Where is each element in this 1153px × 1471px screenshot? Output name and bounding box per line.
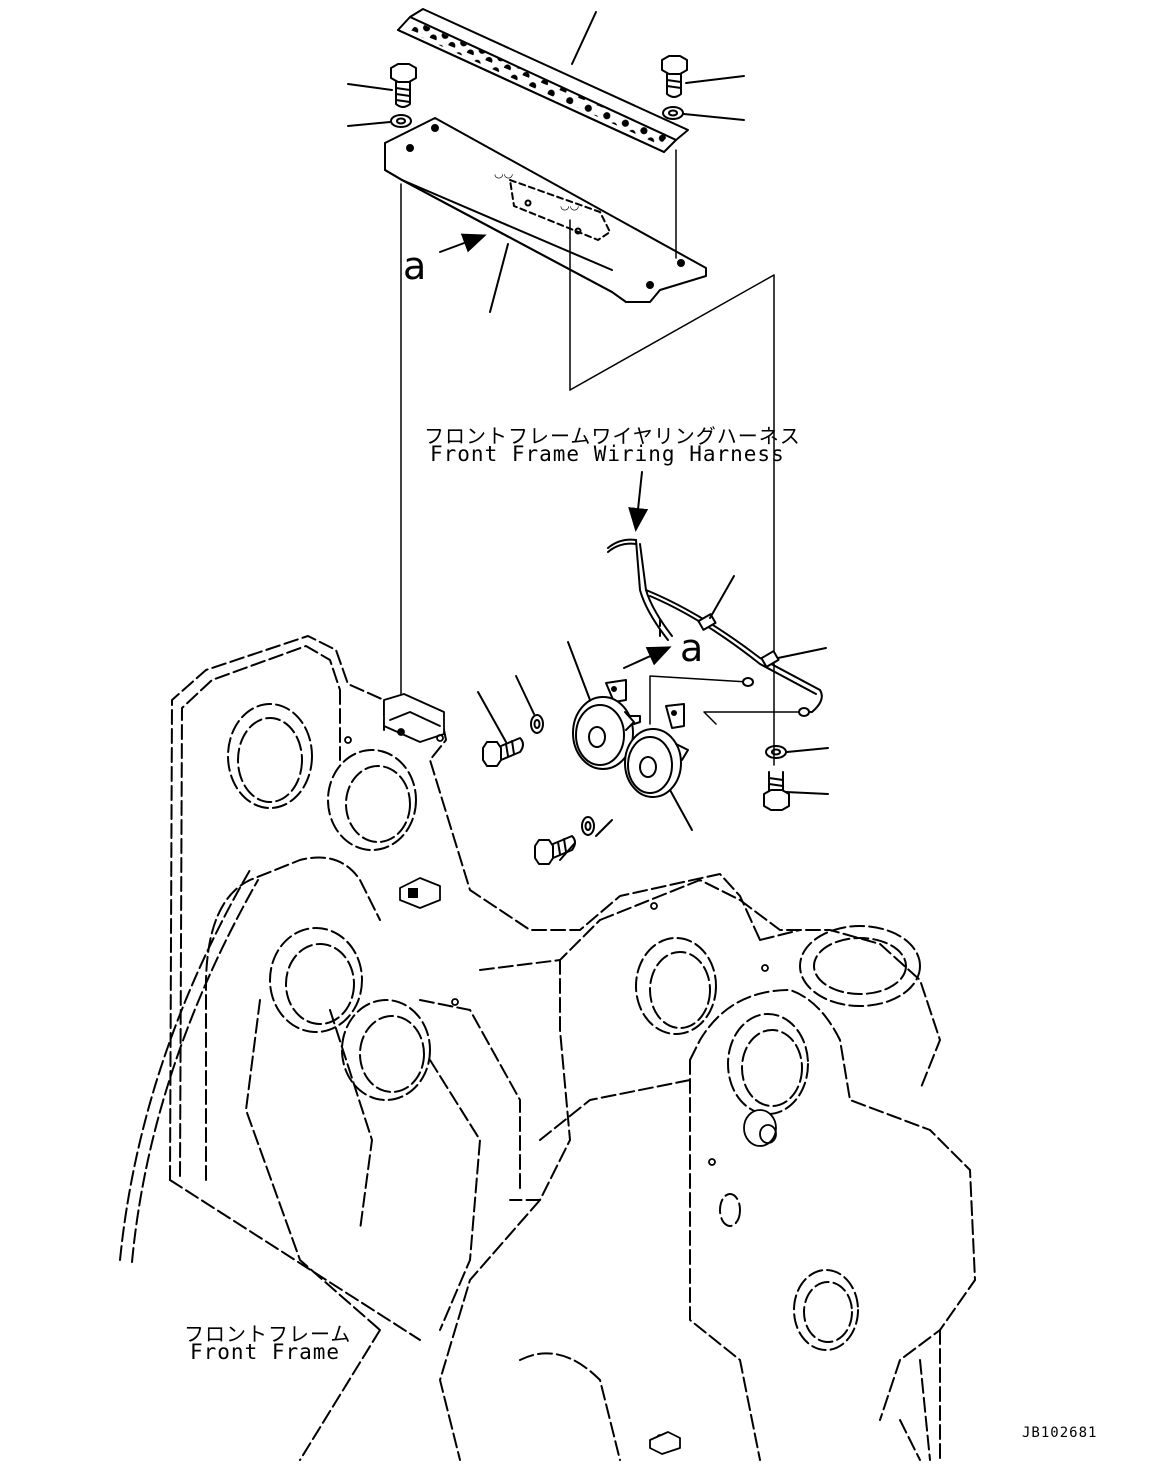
frame-label-jp: フロントフレーム [184,1322,352,1346]
mounting-bracket-plate: ◡◡ ◡◡ [384,117,707,303]
view-a-label-mid: a [680,626,704,670]
bolt-horn-lower [534,835,576,865]
projection-lines [400,149,805,766]
leader-washer-top-right [683,113,745,121]
horn-left [572,679,641,770]
leader-bolt-top-right [685,75,745,84]
bolt-top-right [661,55,688,98]
washer-right [765,745,787,759]
leader-washer-horn-upper [515,675,535,715]
leader-bolt-horn-upper [477,691,507,743]
view-a-label-top: a [403,244,427,288]
leader-bracket [489,243,509,313]
leader-horn-left [567,641,591,701]
leader-harness [628,471,649,532]
leader-plate [571,11,597,65]
leader-bolt-horn-lower [559,843,575,861]
arrow-view-a-top [439,233,487,253]
leader-clip-2 [777,647,827,659]
bolt-right [763,771,790,811]
leader-washer-top-left [347,121,391,127]
perforated-step-plate [397,8,689,153]
horn-right [624,703,689,798]
washer-top-right [662,106,684,120]
leader-bolt-right [785,791,829,795]
washer-horn-lower [581,816,595,836]
leader-horn-right [669,789,693,831]
leader-washer-right [786,747,829,753]
bolt-top-left [390,63,417,108]
bolt-horn-upper [482,737,524,767]
washer-horn-upper [530,714,544,734]
wiring-harness [607,538,823,717]
svg-text:◡◡: ◡◡ [494,167,513,180]
harness-label-jp: フロントフレームワイヤリングハーネス [424,424,801,448]
arrow-view-a-mid [623,646,672,669]
leader-washer-horn-lower [595,819,613,837]
frame-details [344,693,777,1455]
leader-bolt-top-left [347,83,393,91]
svg-text:◡◡: ◡◡ [560,199,579,212]
harness-label-en: Front Frame Wiring Harness [430,442,785,466]
leader-clip-1 [709,575,735,619]
drawing-id: JB102681 [1022,1425,1098,1441]
washer-top-left [390,114,412,128]
frame-label-en: Front Frame [190,1340,341,1364]
